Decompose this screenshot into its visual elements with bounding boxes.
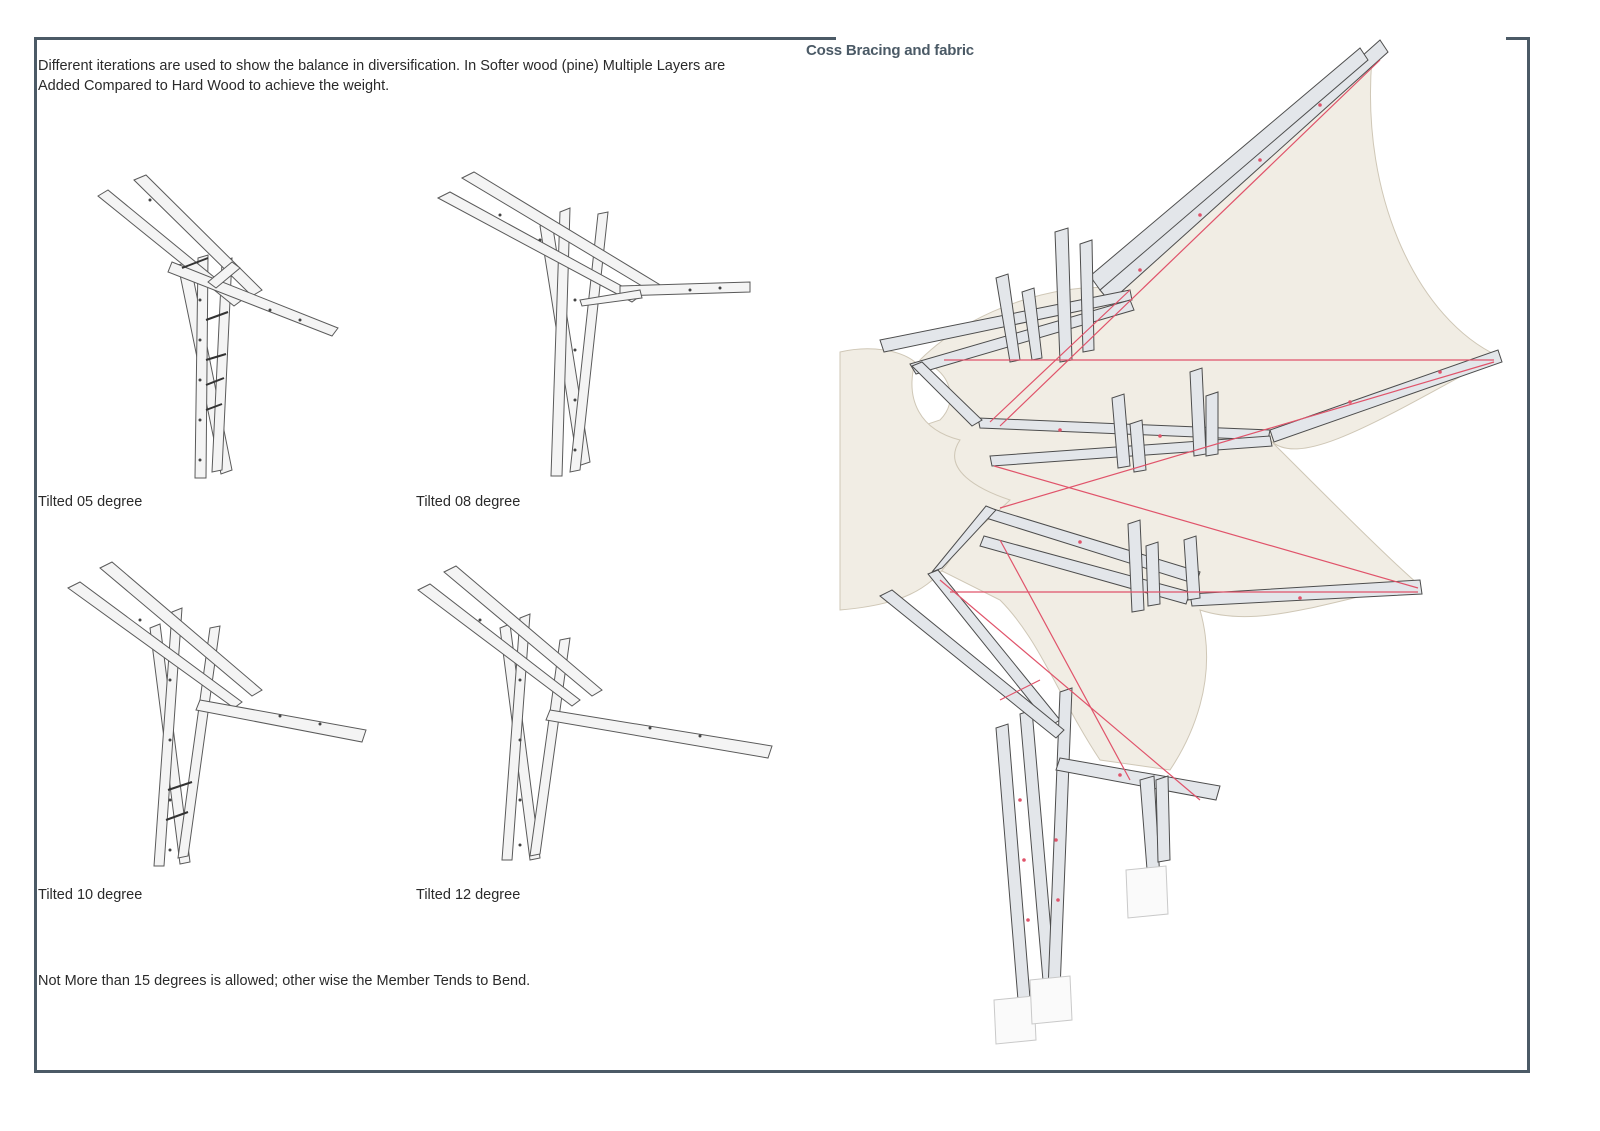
bolt-markers <box>1018 103 1442 922</box>
structure-drawing-08-degree <box>436 171 751 477</box>
structure-drawing-05-degree <box>97 174 339 479</box>
iteration-label-4: Tilted 12 degree <box>416 887 521 903</box>
section-heading: Coss Bracing and fabric <box>806 42 974 59</box>
iteration-label-2: Tilted 08 degree <box>416 494 521 510</box>
footing-2 <box>1029 975 1073 1025</box>
structure-drawing-10-degree <box>67 561 367 867</box>
frame-bottom <box>34 1070 1530 1073</box>
frame-left <box>34 37 37 1073</box>
iteration-label-1: Tilted 05 degree <box>38 494 143 510</box>
frame-top-right <box>1506 37 1530 40</box>
intro-line-2: Added Compared to Hard Wood to achieve t… <box>38 78 390 94</box>
footing-3 <box>1125 865 1169 919</box>
intro-line-1: Different iterations are used to show th… <box>38 58 726 74</box>
frame-right <box>1527 37 1530 1073</box>
cross-bracing-cables <box>939 59 1495 801</box>
frame-top-left <box>34 37 836 40</box>
iteration-label-3: Tilted 10 degree <box>38 887 143 903</box>
limit-note: Not More than 15 degrees is allowed; oth… <box>38 973 531 989</box>
fabric-left-wing <box>839 348 1011 611</box>
structure-drawing-12-degree <box>417 565 773 861</box>
footing-1 <box>993 995 1037 1045</box>
